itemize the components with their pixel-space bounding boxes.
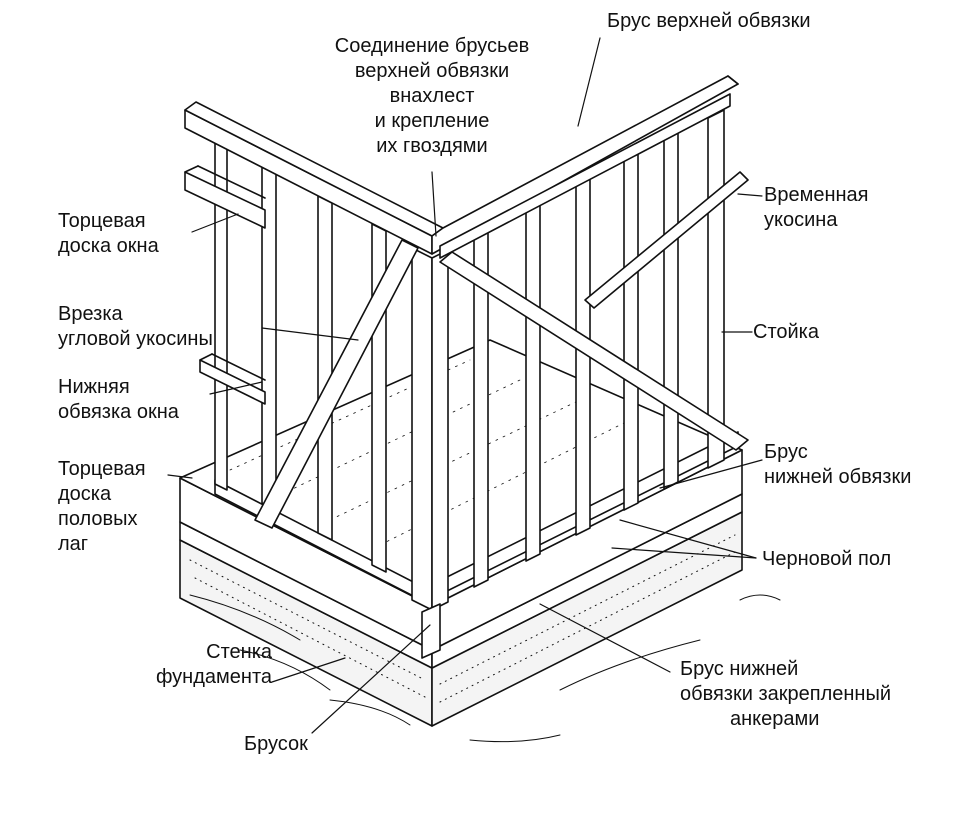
label-foundation-wall: Стенка фундамента	[112, 640, 272, 690]
label-stud: Стойка	[753, 320, 819, 345]
label-line: Врезка	[58, 303, 123, 325]
label-anchored-sill: Брус нижней обвязки закрепленный анкерам…	[680, 657, 891, 732]
label-line: лаг	[58, 533, 89, 555]
corner-brace	[254, 239, 419, 529]
corner-post	[411, 247, 449, 611]
label-corner-brace: Врезка угловой укосины	[58, 302, 213, 352]
label-top-plate: Брус верхней обвязки	[607, 9, 811, 34]
label-line: Соединение брусьев	[334, 35, 530, 57]
label-block-text: Брусок	[244, 733, 308, 755]
label-line: Временная	[764, 184, 869, 206]
label-line: Нижняя	[58, 376, 130, 398]
label-line: их гвоздями	[376, 135, 488, 157]
label-temporary-brace: Временная укосина	[764, 183, 869, 233]
leader-lines	[167, 37, 763, 734]
label-line: обвязка окна	[58, 401, 179, 423]
foundation-wall	[179, 511, 743, 727]
label-line: доска	[58, 483, 112, 505]
label-window-header: Торцевая доска окна	[58, 209, 159, 259]
label-top-plate-joint: Соединение брусьев верхней обвязки внахл…	[296, 34, 568, 159]
ground-lines	[189, 594, 781, 743]
label-line: Брус нижней	[680, 658, 799, 680]
label-rim-joist: Торцевая доска половых лаг	[58, 457, 146, 557]
label-stud-text: Стойка	[753, 321, 819, 343]
temporary-brace	[439, 171, 749, 451]
label-line: Торцевая	[58, 458, 146, 480]
window-header	[184, 165, 266, 229]
label-line: обвязки закрепленный	[680, 683, 892, 705]
label-line: Брус	[764, 441, 808, 463]
top-plate	[184, 75, 739, 259]
block	[421, 603, 441, 659]
label-line: верхней обвязки	[354, 60, 510, 82]
label-line: и крепление	[374, 110, 490, 132]
label-line: анкерами	[730, 708, 820, 730]
label-line: нижней обвязки	[764, 466, 912, 488]
label-line: доска окна	[58, 235, 159, 257]
label-line: Стенка	[206, 641, 272, 663]
label-bottom-plate: Брус нижней обвязки	[764, 440, 911, 490]
label-window-sill: Нижняя обвязка окна	[58, 375, 179, 425]
label-subfloor-text: Черновой пол	[762, 548, 892, 570]
label-line: угловой укосины	[58, 328, 213, 350]
label-subfloor: Черновой пол	[762, 547, 891, 572]
label-line: укосина	[764, 209, 838, 231]
label-line: внахлест	[389, 85, 475, 107]
window-sill	[199, 353, 266, 405]
label-top-plate-text: Брус верхней обвязки	[607, 10, 811, 32]
label-line: фундамента	[155, 666, 272, 688]
label-line: половых	[58, 508, 138, 530]
label-block: Брусок	[244, 732, 308, 757]
label-line: Торцевая	[58, 210, 146, 232]
